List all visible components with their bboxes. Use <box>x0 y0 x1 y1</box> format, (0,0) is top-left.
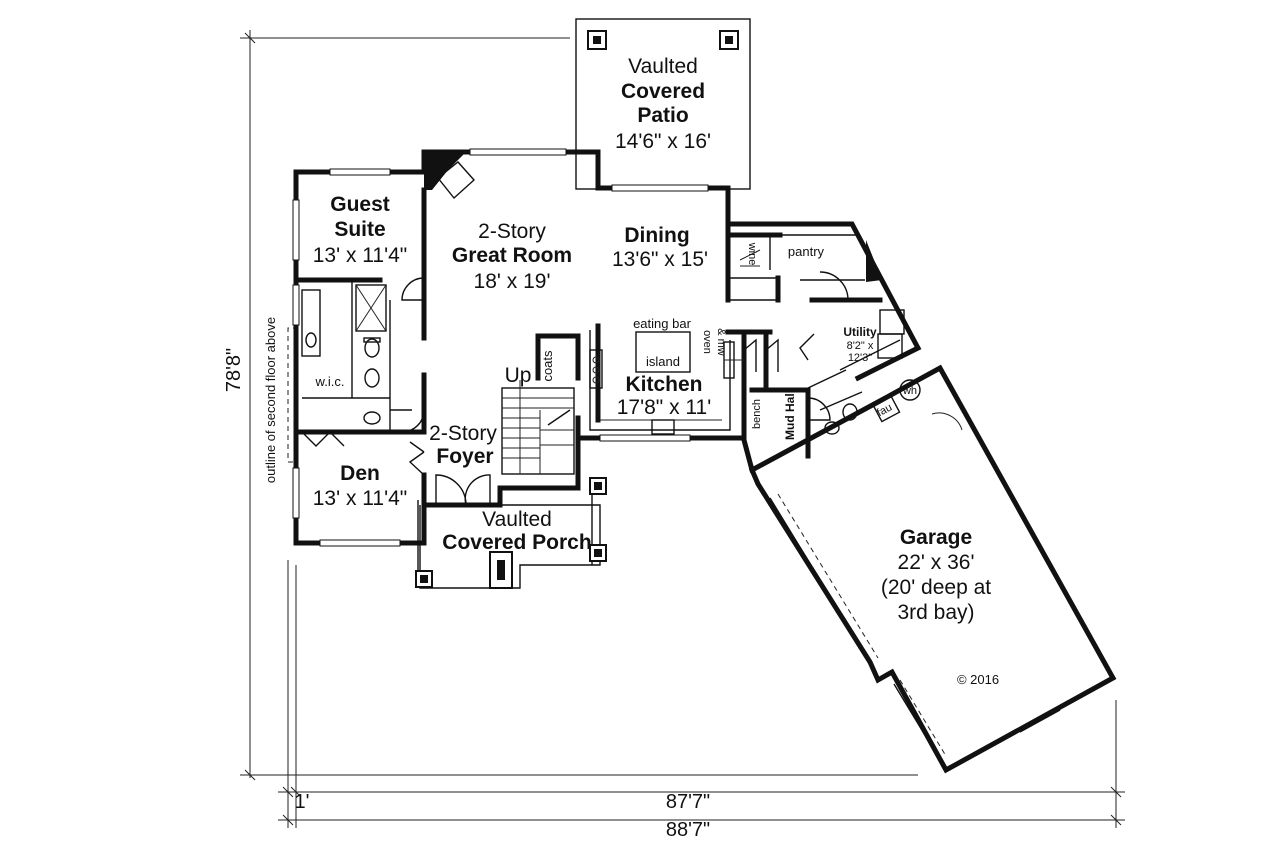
foyer-line1: 2-Story <box>429 422 497 445</box>
utility-name: Utility <box>843 325 877 339</box>
den-name: Den <box>340 462 380 485</box>
dimension-lines <box>240 30 1125 828</box>
room-label-dining: Dining 13'6" x 15' <box>612 224 708 271</box>
garage-note2: 3rd bay) <box>897 601 974 624</box>
stair-up-label: Up <box>505 364 532 387</box>
kitchen-name: Kitchen <box>625 373 702 396</box>
great-line1: 2-Story <box>478 220 546 243</box>
inner-width-dimension: 87'7" <box>666 791 710 813</box>
bath-fixtures <box>301 240 905 435</box>
porch-line1: Vaulted <box>482 508 552 531</box>
second-floor-outline <box>287 327 298 463</box>
room-label-foyer: 2-Story Foyer <box>429 422 497 468</box>
garage-size: 22' x 36' <box>898 551 975 574</box>
guest-line2: Suite <box>334 218 385 241</box>
patio-line2: Covered <box>621 80 705 103</box>
covered-patio <box>575 18 751 190</box>
wh-label: wh <box>902 385 917 397</box>
fireplace <box>424 152 475 200</box>
kitchen-fixtures <box>589 330 744 435</box>
porch-line2: Covered Porch <box>442 531 591 554</box>
room-label-porch: Vaulted Covered Porch <box>442 508 591 554</box>
bench-label: bench <box>751 399 763 429</box>
patio-line3: Patio <box>637 104 688 127</box>
utility-size2: 12'3" <box>848 352 872 364</box>
mw-label: & mw <box>715 328 727 356</box>
garage-structure <box>748 364 1117 774</box>
offset-dimension: 1' <box>295 791 310 813</box>
outer-width-dimension: 88'7" <box>666 819 710 841</box>
great-size: 18' x 19' <box>474 270 551 293</box>
depth-dimension: 78'8" <box>223 348 245 392</box>
room-label-great-room: 2-Story Great Room 18' x 19' <box>452 220 572 293</box>
patio-size: 14'6" x 16' <box>615 130 711 153</box>
room-label-kitchen: Kitchen 17'8" x 11' <box>617 373 711 419</box>
kitchen-size: 17'8" x 11' <box>617 396 711 419</box>
oven-label: oven <box>701 330 713 354</box>
covered-porch <box>415 477 607 589</box>
mud-hall-label: Mud Hall <box>783 390 797 440</box>
guest-line1: Guest <box>330 193 390 216</box>
wine-label: wine <box>746 242 758 266</box>
den-size: 13' x 11'4" <box>313 487 407 510</box>
room-label-guest-suite: Guest Suite 13' x 11'4" <box>313 193 407 267</box>
stairs <box>501 380 575 475</box>
windows <box>292 148 709 547</box>
patio-line1: Vaulted <box>628 55 698 78</box>
eating-bar-label: eating bar <box>633 316 691 331</box>
dining-name: Dining <box>624 224 689 247</box>
copyright-note: © 2016 <box>957 672 999 687</box>
utility-size1: 8'2" x <box>847 340 874 352</box>
second-floor-note: outline of second floor above <box>263 317 278 483</box>
great-line2: Great Room <box>452 244 572 267</box>
pantry-label: pantry <box>788 244 825 259</box>
guest-size: 13' x 11'4" <box>313 244 407 267</box>
garage-name: Garage <box>900 526 972 549</box>
coats-label: coats <box>540 350 555 382</box>
interior-walls <box>293 187 901 508</box>
doors <box>301 271 849 506</box>
wic-label: w.i.c. <box>315 374 345 389</box>
room-label-den: Den 13' x 11'4" <box>313 462 407 510</box>
foyer-line2: Foyer <box>436 445 493 468</box>
room-label-garage: Garage 22' x 36' (20' deep at 3rd bay) <box>881 526 991 624</box>
room-label-utility: Utility 8'2" x 12'3" <box>843 325 877 364</box>
room-label-patio: Vaulted Covered Patio 14'6" x 16' <box>615 55 711 153</box>
island-label: island <box>646 354 680 369</box>
garage-note1: (20' deep at <box>881 576 991 599</box>
dining-size: 13'6" x 15' <box>612 248 708 271</box>
